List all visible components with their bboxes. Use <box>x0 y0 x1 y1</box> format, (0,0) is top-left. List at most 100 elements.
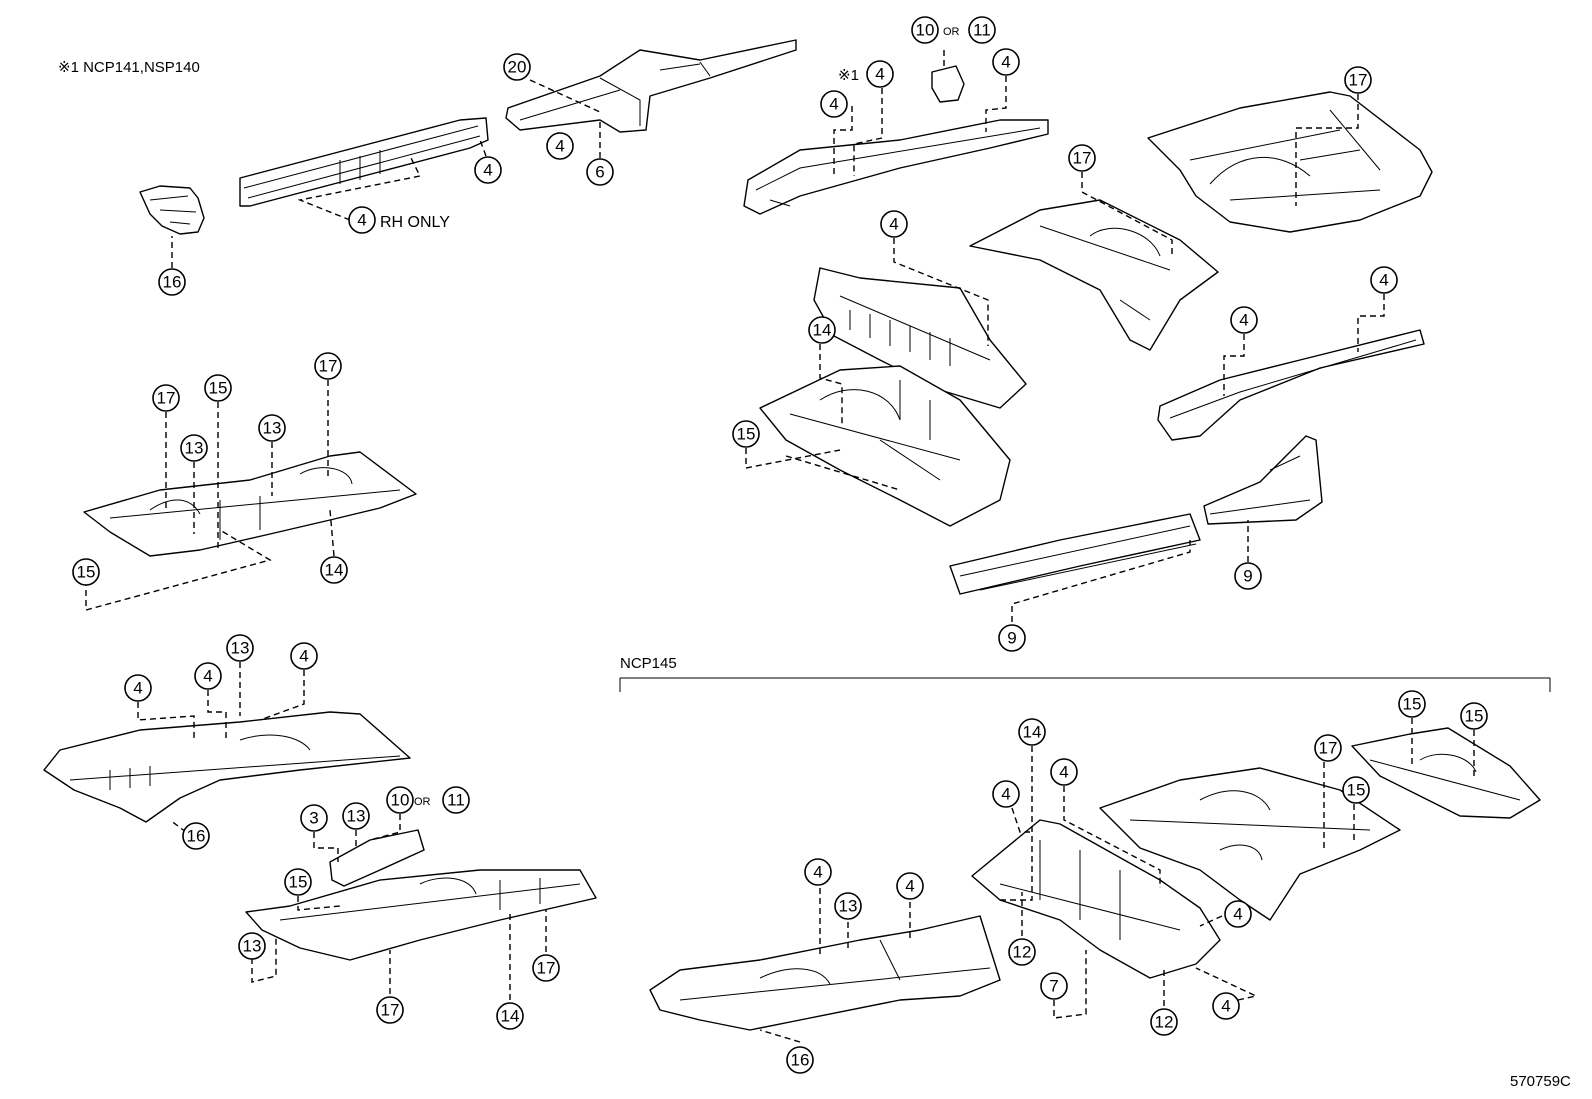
callout-number: 16 <box>791 1051 810 1070</box>
callout-circle <box>786 1046 814 1074</box>
callout-number: 17 <box>157 389 176 408</box>
callout-13: 13 <box>226 634 254 662</box>
callout-circle <box>1040 972 1068 1000</box>
callout-circle <box>342 802 370 830</box>
callout-circle <box>182 822 210 850</box>
callout-number: 13 <box>185 439 204 458</box>
callout-circle <box>1314 734 1342 762</box>
callout-number: 6 <box>595 163 604 182</box>
part-front-floor-pan <box>83 451 417 557</box>
callout-circle <box>546 132 574 160</box>
callout-11: 11 <box>968 16 996 44</box>
callout-13: 13 <box>258 414 286 442</box>
callout-circle <box>386 786 414 814</box>
callout-number: 15 <box>1465 707 1484 726</box>
callout-17: 17 <box>314 352 342 380</box>
callout-circle <box>290 642 318 670</box>
callout-4: 4 <box>124 674 152 702</box>
callout-number: 4 <box>905 877 914 896</box>
callout-circle <box>1150 1008 1178 1036</box>
callout-circle <box>732 420 760 448</box>
callout-number: 15 <box>737 425 756 444</box>
callout-number: 13 <box>347 807 366 826</box>
callout-number: 15 <box>209 379 228 398</box>
callout-4: 4 <box>804 858 832 886</box>
model-note: ※1 NCP141,NSP140 <box>58 59 200 76</box>
callout-number: 9 <box>1243 567 1252 586</box>
callout-4: 4 <box>820 90 848 118</box>
callout-number: 4 <box>483 161 492 180</box>
callout-circle <box>496 1002 524 1030</box>
callout-number: 16 <box>187 827 206 846</box>
callout-circle <box>998 624 1026 652</box>
callout-number: 11 <box>973 21 991 40</box>
callout-number: 3 <box>309 809 318 828</box>
callout-circle <box>180 434 208 462</box>
callout-circle <box>911 16 939 44</box>
callout-3: 3 <box>300 804 328 832</box>
rh-only-note: RH ONLY <box>380 214 450 231</box>
part-bracket-10-11 <box>931 65 965 103</box>
callout-circle <box>866 60 894 88</box>
callout-4: 4 <box>474 156 502 184</box>
part-lower-floor-left <box>43 711 411 823</box>
callout-9: 9 <box>1234 562 1262 590</box>
callout-number: 14 <box>1023 723 1042 742</box>
callout-circle <box>1398 690 1426 718</box>
callout-number: 17 <box>381 1001 400 1020</box>
callout-circle <box>158 268 186 296</box>
callout-circle <box>586 158 614 186</box>
callout-number: 4 <box>555 137 564 156</box>
part-ncp145-rear-pan <box>1351 727 1541 819</box>
callout-number: 4 <box>829 95 838 114</box>
callout-4: 4 <box>546 132 574 160</box>
callout-4: 4 <box>1212 992 1240 1020</box>
callout-circle <box>834 892 862 920</box>
callout-circle <box>968 16 996 44</box>
callout-15: 15 <box>732 420 760 448</box>
callout-15: 15 <box>1398 690 1426 718</box>
callout-circle <box>1344 66 1372 94</box>
callout-4: 4 <box>896 872 924 900</box>
part-ncp145-center-pan <box>971 819 1221 979</box>
callout-9: 9 <box>998 624 1026 652</box>
or-label-top: OR <box>943 26 960 38</box>
part-right-side-rail <box>1157 329 1425 441</box>
callout-13: 13 <box>834 892 862 920</box>
callout-number: 14 <box>813 321 832 340</box>
callout-number: 14 <box>325 561 344 580</box>
callout-number: 16 <box>163 273 182 292</box>
callout-number: 4 <box>875 65 884 84</box>
callout-4: 4 <box>1370 266 1398 294</box>
callout-17: 17 <box>376 996 404 1024</box>
callout-10: 10 <box>386 786 414 814</box>
callout-4: 4 <box>992 780 1020 808</box>
callout-number: 4 <box>813 863 822 882</box>
callout-4: 4 <box>1224 900 1252 928</box>
callout-circle <box>503 53 531 81</box>
callout-circle <box>300 804 328 832</box>
callout-16: 16 <box>158 268 186 296</box>
callout-13: 13 <box>238 932 266 960</box>
callout-4: 4 <box>1230 306 1258 334</box>
callout-circle <box>804 858 832 886</box>
callout-15: 15 <box>284 868 312 896</box>
callout-circle <box>284 868 312 896</box>
callout-15: 15 <box>204 374 232 402</box>
callout-number: 4 <box>203 667 212 686</box>
callout-number: 17 <box>537 959 556 978</box>
callout-number: 4 <box>357 211 366 230</box>
callout-7: 7 <box>1040 972 1068 1000</box>
callout-number: 15 <box>1403 695 1422 714</box>
callout-number: 9 <box>1007 629 1016 648</box>
callout-circle <box>194 662 222 690</box>
callout-number: 12 <box>1013 943 1032 962</box>
callout-number: 15 <box>289 873 308 892</box>
callout-circle <box>226 634 254 662</box>
callout-circle <box>532 954 560 982</box>
callout-number: 4 <box>1001 785 1010 804</box>
callout-number: 17 <box>319 357 338 376</box>
callout-4: 4 <box>290 642 318 670</box>
callout-number: 14 <box>501 1007 520 1026</box>
callout-circle <box>992 780 1020 808</box>
